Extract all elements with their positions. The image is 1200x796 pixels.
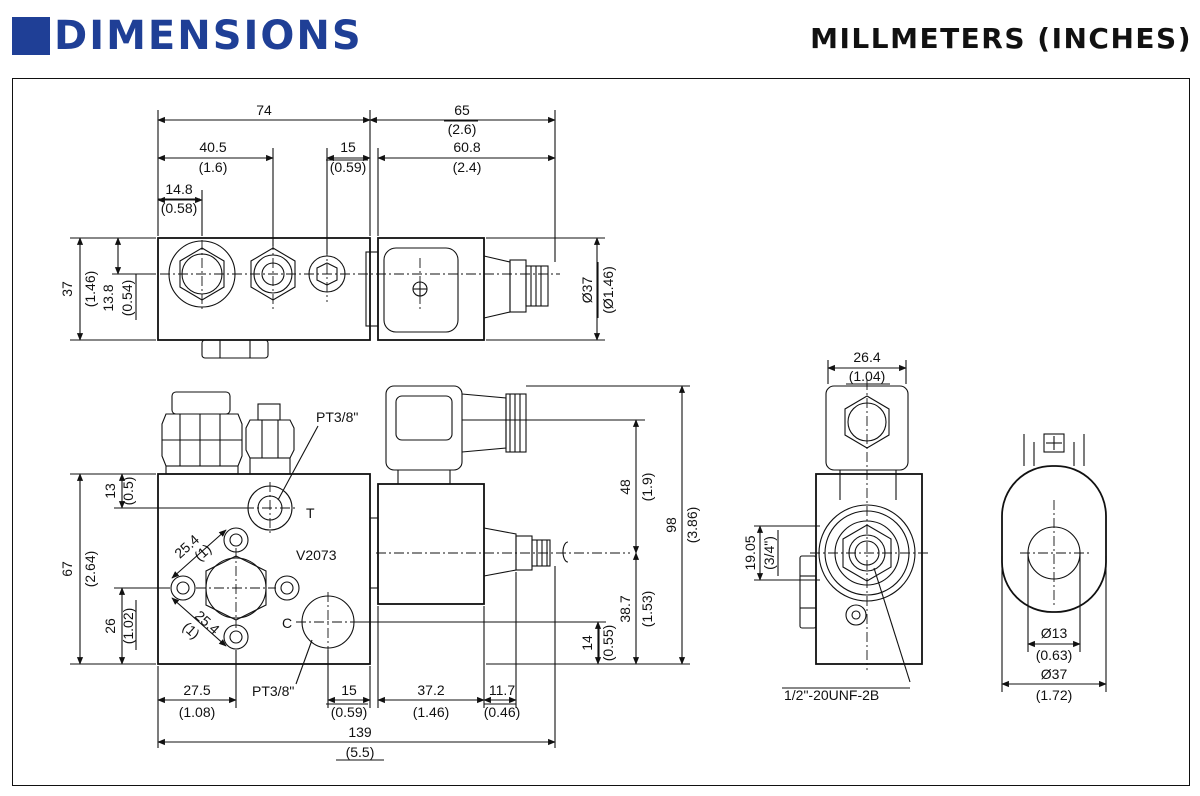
dim-74: 74 [256,102,272,118]
dim-15: 15 [340,139,356,155]
dim-40-5: 40.5 [199,139,226,155]
dim-37: 37 [59,281,75,297]
dim-13-8: 13.8 [100,284,116,311]
dim-48-in: (1.9) [639,473,655,502]
dim-98-in: (3.86) [684,507,700,544]
dim-40-5-in: (1.6) [199,159,228,175]
title-block: DIMENSIONS [12,14,363,58]
dim-38-7-in: (1.53) [639,591,655,628]
dim-26-4: 26.4 [853,349,880,365]
dim-27-5: 27.5 [183,682,210,698]
dim-37-2: 37.2 [417,682,444,698]
dim-11-7-in: (0.46) [484,704,521,720]
dim-15-bottom-in: (0.59) [331,704,368,720]
dim-11-7: 11.7 [489,682,515,698]
drawing-frame [12,78,1190,786]
top-view: 74 65 (2.6) 40.5 (1.6) 15 (0.59) 60.8 (2… [59,102,616,359]
dim-14-8-in: (0.58) [161,200,198,216]
dim-139: 139 [348,724,372,740]
dim-14-8: 14.8 [165,181,192,197]
dim-19-05-in: (3/4") [761,536,777,570]
label-thread: 1/2"-20UNF-2B [784,687,879,703]
label-port-top: PT3/8" [316,409,358,425]
dim-26-4-in: (1.04) [849,368,886,384]
dim-dia37-in: (Ø1.46) [600,266,616,313]
page-title: DIMENSIONS [54,13,363,59]
dim-14-in: (0.55) [600,625,616,662]
dim-14: 14 [579,635,595,651]
dim-67: 67 [59,561,75,577]
dim-37-in: (1.46) [82,271,98,308]
dim-37-2-in: (1.46) [413,704,450,720]
label-model: V2073 [296,547,337,563]
dim-15-in: (0.59) [330,159,367,175]
dim-dia13: Ø13 [1041,625,1068,641]
dim-65-in: (2.6) [448,121,477,137]
dim-60-8: 60.8 [453,139,480,155]
dim-15-bottom: 15 [341,682,357,698]
dim-38-7: 38.7 [617,595,633,622]
header: DIMENSIONS MILLMETERS (INCHES) [0,0,1200,72]
dim-dia37-coil: Ø37 [1041,666,1068,682]
dim-dia37: Ø37 [579,277,595,304]
label-port-t: T [306,505,315,521]
dim-13: 13 [102,483,118,499]
side-view: 26.4 (1.04) 19.05 (3/4") 1/2"-20UNF-2B [742,349,930,703]
label-port-bottom: PT3/8" [252,683,294,699]
dim-65: 65 [454,102,470,118]
dim-13-in: (0.5) [120,477,136,506]
dim-dia13-in: (0.63) [1036,647,1073,663]
dim-60-8-in: (2.4) [453,159,482,175]
dim-19-05: 19.05 [742,535,758,570]
coil-view: Ø13 (0.63) Ø37 (1.72) [1001,433,1107,703]
dim-139-in: (5.5) [346,744,375,760]
units-label: MILLMETERS (INCHES) [810,22,1192,55]
front-view: PT3/8" T V2073 C PT3/8" 13 (0.5) 67 (2.6… [59,385,700,761]
dim-98: 98 [663,517,679,533]
dim-27-5-in: (1.08) [179,704,216,720]
label-port-c: C [282,615,292,631]
dim-dia37-coil-in: (1.72) [1036,687,1073,703]
dim-26-in: (1.02) [120,608,136,645]
dim-13-8-in: (0.54) [119,280,135,317]
dim-26: 26 [102,618,118,634]
title-accent-square [12,17,50,55]
dim-48: 48 [617,479,633,495]
dim-67-in: (2.64) [82,551,98,588]
